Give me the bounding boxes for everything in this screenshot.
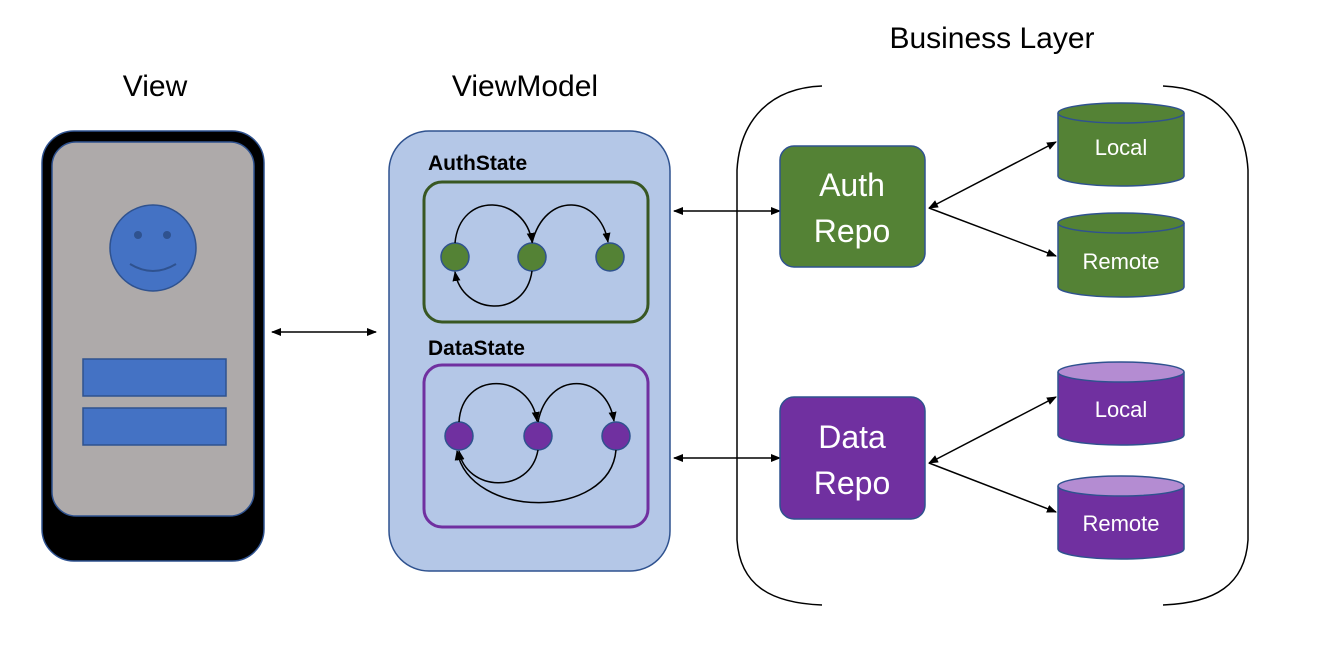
business-bracket-right — [1162, 85, 1249, 606]
data-remote-database-icon: Remote — [1057, 475, 1185, 560]
auth-remote-label: Remote — [1082, 249, 1159, 274]
auth-remote-database-icon: Remote — [1057, 212, 1185, 298]
phone-button-bottom — [82, 407, 227, 446]
data-remote-label: Remote — [1082, 511, 1159, 536]
auth-state-graph — [440, 204, 625, 307]
data-local-label: Local — [1095, 397, 1148, 422]
auth-local-label: Local — [1095, 135, 1148, 160]
auth-state-node-2 — [517, 242, 547, 272]
auth-local-database-icon: Local — [1057, 102, 1185, 187]
smiley-icon — [109, 204, 197, 292]
data-repo-label-line1: Data — [818, 419, 886, 455]
auth-repo: Auth Repo — [779, 145, 926, 268]
view-title: View — [123, 70, 188, 103]
phone — [41, 130, 265, 562]
business-bracket-left — [736, 85, 823, 606]
phone-screen — [51, 141, 255, 517]
data-state-node-3 — [601, 421, 631, 451]
data-state-label: DataState — [428, 337, 525, 360]
auth-state-label: AuthState — [428, 152, 527, 175]
auth-repo-label-line1: Auth — [819, 167, 885, 203]
business-layer-title: Business Layer — [889, 22, 1094, 55]
auth-state-node-3 — [595, 242, 625, 272]
auth-state-box — [422, 180, 650, 324]
data-state-graph — [444, 382, 631, 504]
data-state-node-2 — [523, 421, 553, 451]
auth-state-node-1 — [440, 242, 470, 272]
data-local-database-icon: Local — [1057, 361, 1185, 446]
auth-repo-label-line2: Repo — [814, 213, 891, 249]
data-repo-label-line2: Repo — [814, 465, 891, 501]
data-repo: Data Repo — [779, 396, 926, 520]
viewmodel-title: ViewModel — [452, 70, 598, 103]
data-state-box — [422, 363, 650, 529]
data-state-node-1 — [444, 421, 474, 451]
phone-button-top — [82, 358, 227, 397]
repo-db-arrows — [928, 141, 1057, 513]
